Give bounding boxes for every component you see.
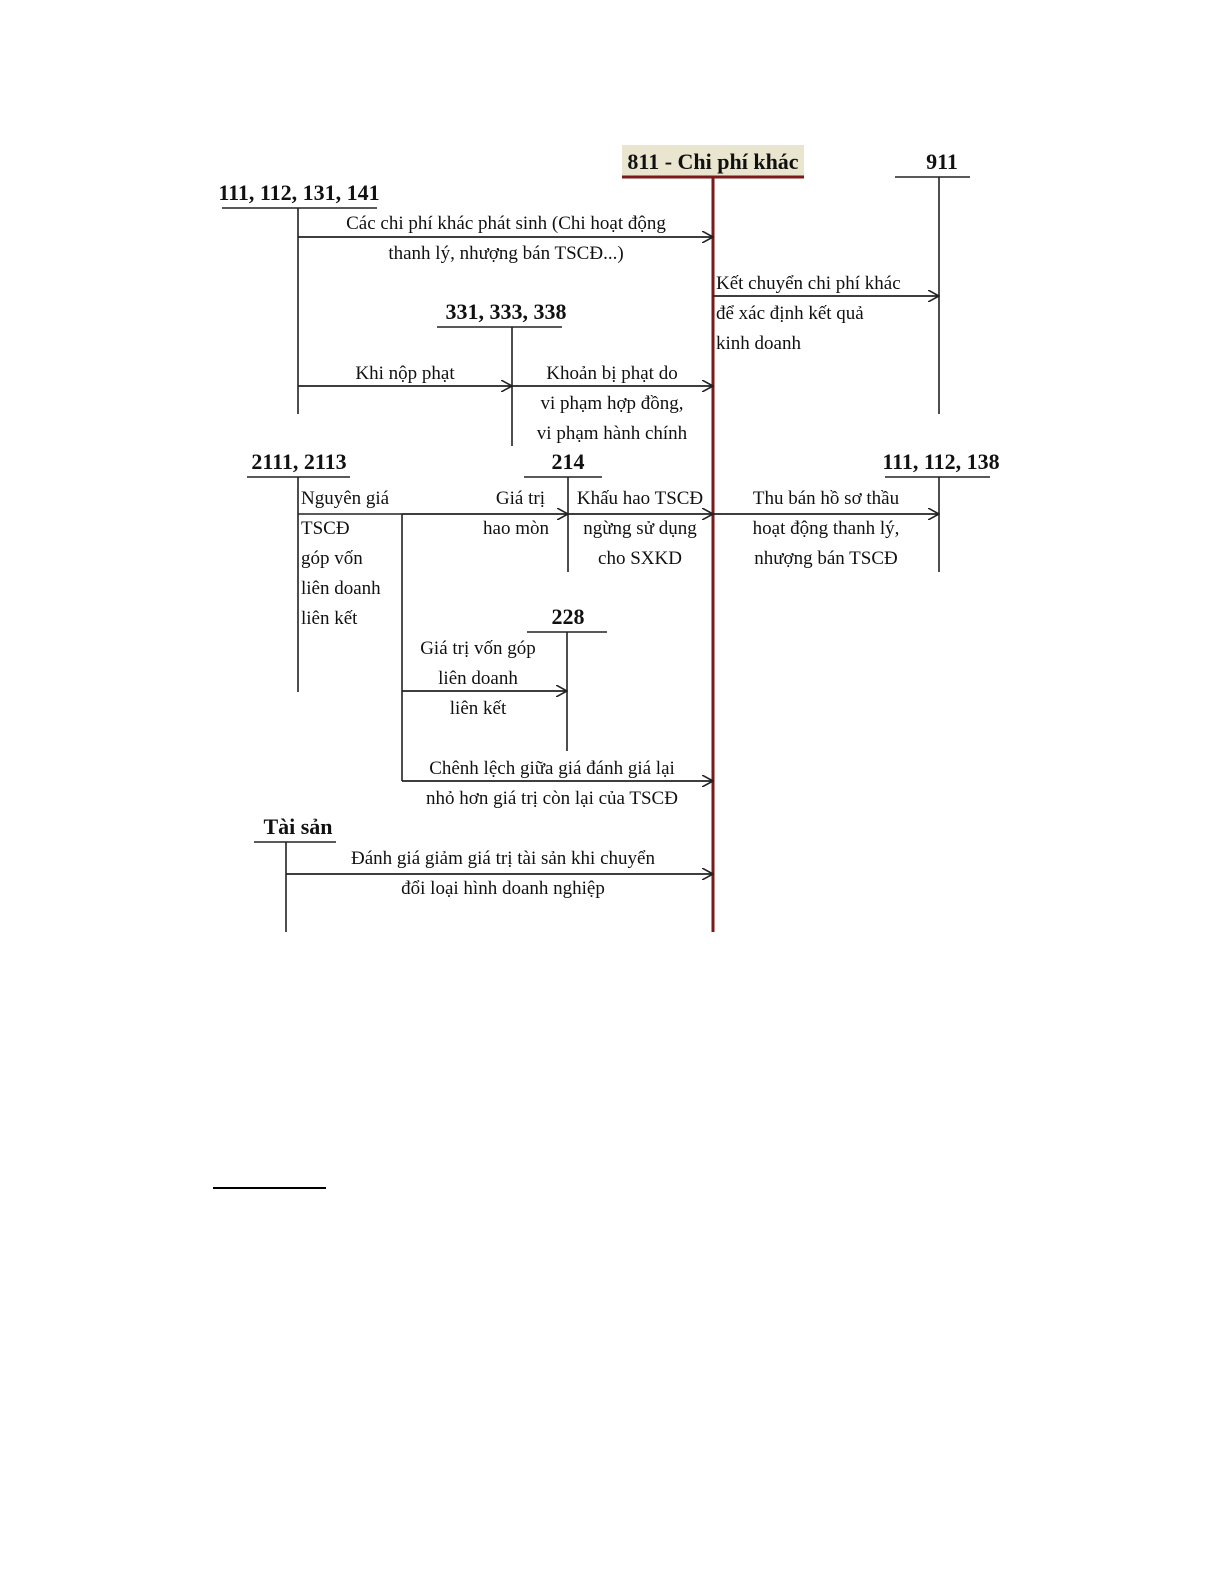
label-transfer-1: Kết chuyển chi phí khác xyxy=(716,273,901,294)
label-capital-value-3: liên kết xyxy=(450,698,507,719)
label-wear-value-2: hao mòn xyxy=(483,518,549,539)
label-bid-sale-1: Thu bán hồ sơ thầu xyxy=(753,488,900,509)
label-transfer-2: để xác định kết quả xyxy=(716,303,864,324)
account-331-338: 331, 333, 338 xyxy=(446,299,567,324)
label-original-cost-2: TSCĐ xyxy=(301,518,350,539)
label-original-cost-1: Nguyên giá xyxy=(301,488,390,509)
account-2111-2113: 2111, 2113 xyxy=(251,449,346,474)
label-original-cost-3: góp vốn xyxy=(301,548,363,569)
account-111-141: 111, 112, 131, 141 xyxy=(218,180,379,205)
label-bid-sale-3: nhượng bán TSCĐ xyxy=(754,548,898,569)
account-214: 214 xyxy=(552,449,585,474)
label-depreciation-1: Khấu hao TSCĐ xyxy=(577,488,703,509)
label-capital-value-1: Giá trị vốn góp xyxy=(420,638,536,659)
main-account-title: 811 - Chi phí khác xyxy=(627,149,798,174)
label-fine-3: vi phạm hành chính xyxy=(537,423,688,444)
label-depreciation-3: cho SXKD xyxy=(598,548,682,569)
label-capital-value-2: liên doanh xyxy=(438,668,518,689)
label-fine-1: Khoản bị phạt do xyxy=(546,363,677,384)
label-bid-sale-2: hoạt động thanh lý, xyxy=(753,518,900,539)
account-111-138: 111, 112, 138 xyxy=(882,449,999,474)
label-other-costs-2: thanh lý, nhượng bán TSCĐ...) xyxy=(388,243,623,264)
account-tai-san: Tài sản xyxy=(263,814,332,839)
label-depreciation-2: ngừng sử dụng xyxy=(583,518,697,539)
account-911: 911 xyxy=(926,149,958,174)
label-original-cost-5: liên kết xyxy=(301,608,358,629)
label-difference-1: Chênh lệch giữa giá đánh giá lại xyxy=(429,758,675,779)
main-account-header-bg xyxy=(622,145,804,176)
label-wear-value-1: Giá trị xyxy=(496,488,545,509)
label-difference-2: nhỏ hơn giá trị còn lại của TSCĐ xyxy=(426,788,678,809)
label-original-cost-4: liên doanh xyxy=(301,578,381,599)
label-other-costs-1: Các chi phí khác phát sinh (Chi hoạt độn… xyxy=(346,213,666,234)
footnote-rule xyxy=(213,1187,326,1189)
account-228: 228 xyxy=(552,604,585,629)
label-pay-fine: Khi nộp phạt xyxy=(355,363,455,384)
label-fine-2: vi phạm hợp đồng, xyxy=(540,393,683,414)
label-transfer-3: kinh doanh xyxy=(716,333,801,354)
label-reval-1: Đánh giá giảm giá trị tài sản khi chuyển xyxy=(351,848,655,869)
label-reval-2: đổi loại hình doanh nghiệp xyxy=(401,878,605,899)
